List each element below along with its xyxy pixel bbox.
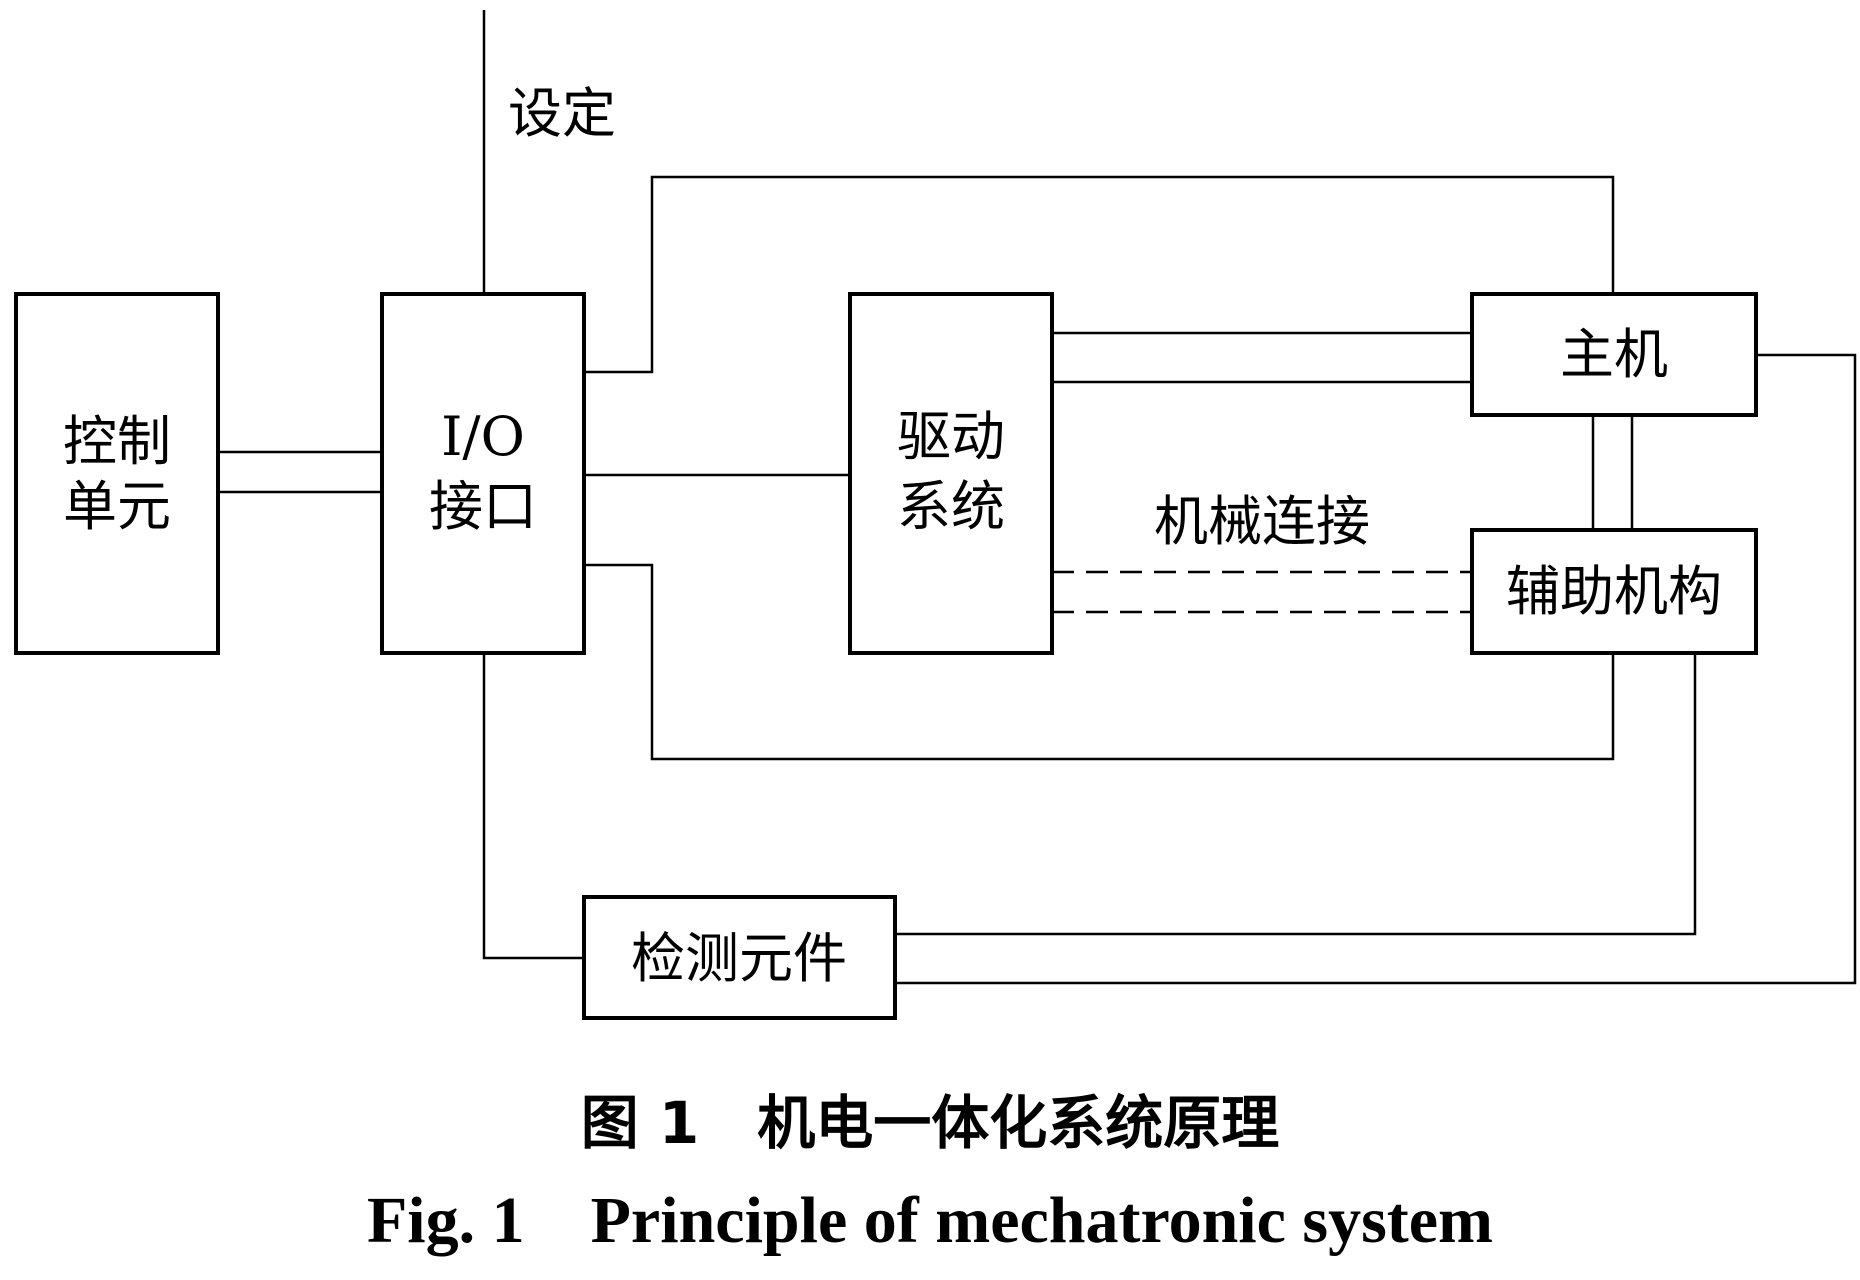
control-unit-label-1: 控制 [63, 410, 171, 473]
auxiliary-to-detection-line [895, 653, 1697, 936]
mechanical-link-label: 机械连接 [1154, 490, 1370, 553]
main-machine-label: 主机 [1560, 323, 1668, 386]
io-to-detection-line [482, 653, 584, 960]
drive-system-label-1: 驱动 [897, 405, 1005, 468]
caption-english: Fig. 1 Principle of mechatronic system [367, 1184, 1493, 1257]
io-interface-label-2: 接口 [429, 475, 537, 538]
drive-system-block: 驱动 系统 [848, 292, 1054, 655]
drive-system-label-2: 系统 [897, 475, 1005, 538]
auxiliary-mechanism-block: 辅助机构 [1470, 528, 1758, 655]
io-interface-label-1: I/O [441, 405, 525, 468]
setting-input-label: 设定 [508, 82, 616, 145]
control-unit-block: 控制 单元 [14, 292, 220, 655]
main-to-detection-line [895, 353, 1857, 985]
control-unit-label-2: 单元 [63, 475, 171, 538]
detection-element-label: 检测元件 [631, 927, 847, 990]
io-interface-block: I/O 接口 [380, 292, 586, 655]
io-to-auxiliary-bottom-loop [584, 563, 1615, 761]
main-machine-block: 主机 [1470, 292, 1758, 417]
connection-lines [218, 10, 1857, 985]
detection-element-block: 检测元件 [582, 895, 897, 1020]
auxiliary-mechanism-label: 辅助机构 [1506, 560, 1722, 623]
caption-chinese: 图 1 机电一体化系统原理 [581, 1089, 1280, 1157]
io-to-main-top-loop [584, 175, 1615, 374]
